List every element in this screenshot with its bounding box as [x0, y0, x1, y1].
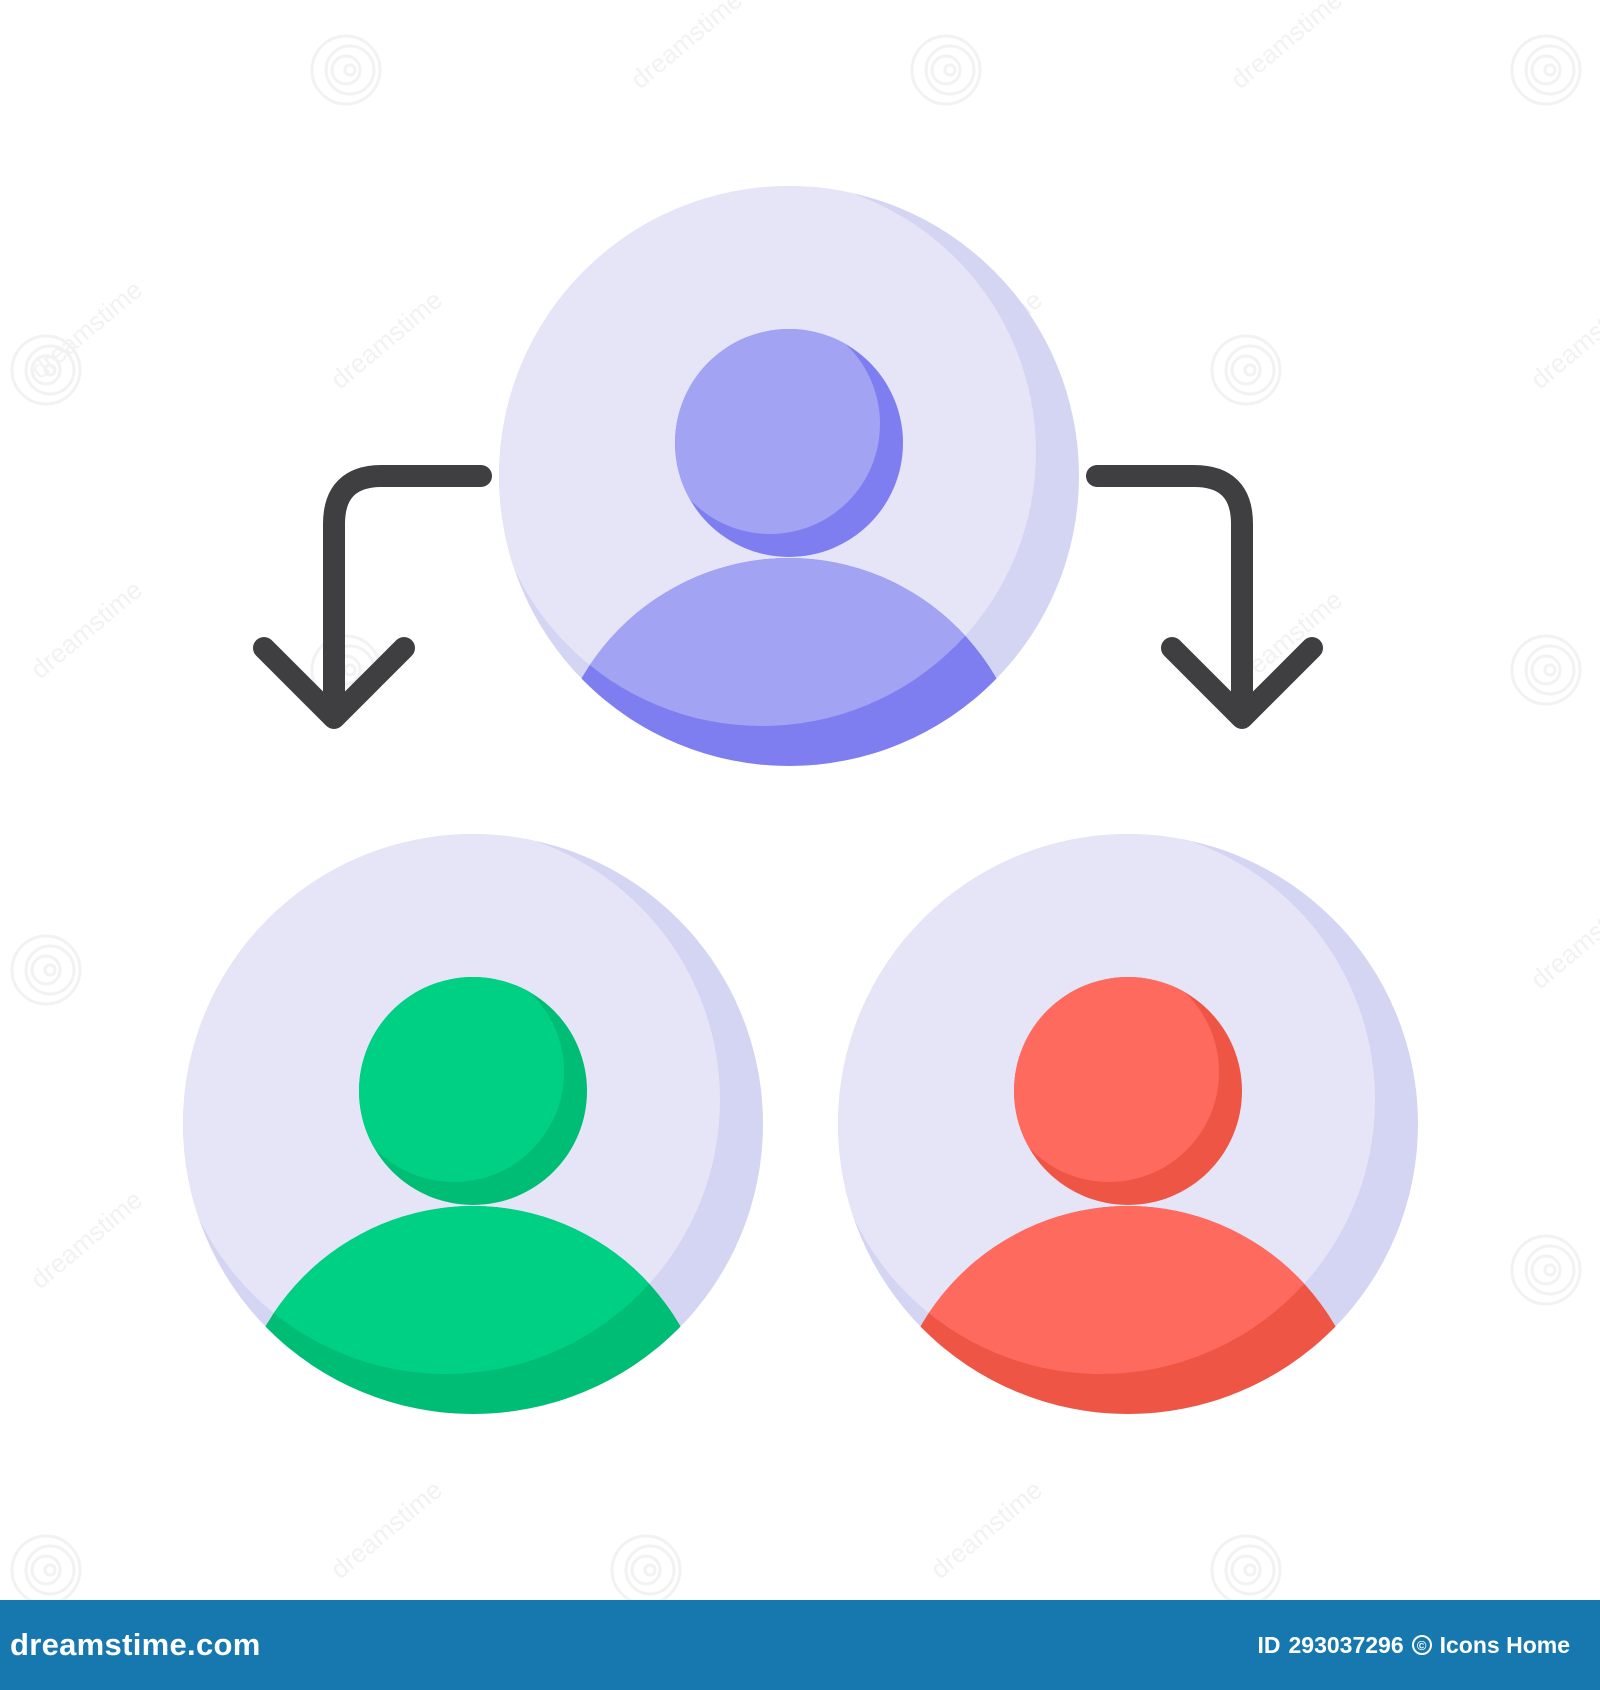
watermark-text: dreamstime [325, 284, 448, 394]
arrow-shaft [1086, 465, 1253, 723]
avatar-body [233, 1206, 713, 1374]
avatar-body [888, 1206, 1368, 1374]
user-avatar-red-icon [838, 834, 1418, 1414]
watermark-text: dreamstime [25, 274, 148, 384]
copyright-icon: © [1411, 1635, 1432, 1655]
dreamstime-spiral-watermark-icon [10, 934, 82, 1006]
footer-credit: ID 293037296 © Icons Home [1258, 1632, 1571, 1659]
watermark-text: dreamstime [925, 1474, 1048, 1584]
author-name: Icons Home [1439, 1631, 1570, 1658]
dreamstime-spiral-watermark-icon [310, 34, 382, 106]
avatar-head [675, 329, 880, 534]
arrow-head [253, 637, 415, 729]
user-avatar-purple-icon [499, 186, 1079, 766]
watermark-text: dreamstime [1225, 0, 1348, 95]
watermark-text: dreamstime [1525, 284, 1600, 394]
brand-name: dreamstime.com [10, 1627, 261, 1662]
user-avatar-green-icon [183, 834, 763, 1414]
stock-footer-bar: dreamstime.com ID 293037296 © Icons Home [0, 1600, 1600, 1690]
image-id-value: 293037296 [1288, 1631, 1404, 1658]
dreamstime-spiral-watermark-icon [1210, 1534, 1282, 1600]
down-left-branch-arrow-icon [253, 465, 492, 729]
dreamstime-spiral-watermark-icon [1210, 334, 1282, 406]
dreamstime-spiral-watermark-icon [10, 334, 82, 406]
dreamstime-spiral-watermark-icon [610, 1534, 682, 1600]
watermark-text: dreamstime [1525, 884, 1600, 994]
arrow-shaft [323, 465, 492, 723]
arrow-head [1161, 637, 1323, 729]
avatar-head [359, 977, 564, 1182]
image-id-label: ID [1257, 1631, 1281, 1658]
dreamstime-spiral-watermark-icon [910, 34, 982, 106]
watermark-text: dreamstime [25, 574, 148, 684]
dreamstime-spiral-watermark-icon [1510, 34, 1582, 106]
brand-logo: dreamstime.com [10, 1627, 261, 1663]
avatar-head [1014, 977, 1219, 1182]
down-right-branch-arrow-icon [1086, 465, 1323, 729]
watermark-text: dreamstime [25, 1184, 148, 1294]
delegation-illustration: dreamstime dreamstime dreamstime dreamstime… [10, 0, 1600, 1600]
watermark-text: dreamstime [625, 0, 748, 95]
dreamstime-spiral-watermark-icon [10, 1534, 82, 1600]
watermark-text: dreamstime [325, 1474, 448, 1584]
dreamstime-spiral-watermark-icon [1510, 1234, 1582, 1306]
dreamstime-spiral-watermark-icon [1510, 634, 1582, 706]
avatar-body [549, 558, 1029, 726]
